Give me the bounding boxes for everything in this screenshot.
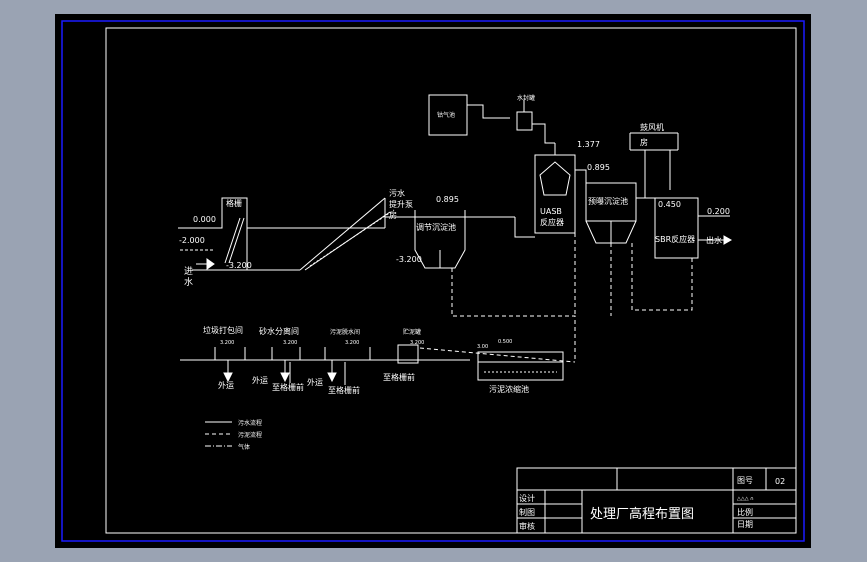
cobalt-tank-label: 钴气池 (437, 111, 455, 119)
elev-minus3-2: -3.200 (226, 261, 252, 270)
back-to-screen-3: 至格栅前 (383, 372, 415, 382)
elev-minus2: -2.000 (179, 236, 205, 245)
thickener (477, 351, 564, 381)
cobalt-tank (428, 94, 555, 144)
equalization-label: 调节沉淀池 (416, 222, 456, 232)
thickener-label: 污泥浓缩池 (489, 384, 529, 394)
elev-3-00: 3.00 (477, 344, 488, 350)
title-block (516, 467, 797, 534)
sludge-unit-2-elev: 3.200 (283, 340, 297, 346)
water-seal-label: 水封罐 (517, 94, 535, 102)
tb-date: 日期 (737, 520, 753, 529)
tb-drafting: 制图 (519, 507, 535, 517)
elev-0-200: 0.200 (707, 207, 730, 216)
back-to-screen-1: 至格栅前 (272, 382, 304, 392)
sbr-label: SBR反应器 (655, 234, 695, 244)
blower-label-2: 房 (640, 137, 648, 147)
tb-drawing-no: 02 (775, 477, 785, 486)
drawing-frame (55, 14, 811, 548)
inlet-label-2: 水 (184, 276, 193, 288)
outer-border (61, 20, 805, 542)
sludge-unit-1-elev: 3.200 (220, 340, 234, 346)
lift-pump-label-2: 提升泵 (389, 199, 413, 209)
lift-pump-label-3: 房 (389, 210, 397, 220)
sludge-lines (419, 233, 693, 363)
elev-0-500: 0.500 (498, 339, 512, 345)
elev-0-895-a: 0.895 (436, 195, 459, 204)
ship-1: 外运 (218, 380, 234, 390)
legend-2: 污泥流程 (238, 431, 262, 439)
drawing-title: 处理厂高程布置图 (590, 506, 694, 522)
sludge-unit-4-label: 贮泥罐 (403, 328, 421, 336)
lift-pump-label-1: 污水 (389, 188, 405, 198)
ship-2: 外运 (252, 375, 268, 385)
sludge-unit-3-elev: 3.200 (345, 340, 359, 346)
sludge-unit-1-label: 垃圾打包间 (203, 325, 243, 335)
elev-minus3-2-b: -3.200 (396, 255, 422, 264)
sludge-row (180, 344, 470, 385)
tb-drawing-no-label: 图号 (737, 476, 753, 485)
tb-review: 审核 (519, 521, 535, 531)
blower-room (629, 132, 679, 198)
equalization-tank (385, 210, 515, 269)
sludge-unit-3-label: 污泥脱水间 (330, 328, 360, 336)
legend-3: 气体 (238, 443, 250, 451)
tb-unit-code: △△△ ∩ (737, 496, 754, 502)
sludge-unit-2-label: 砂水分离间 (259, 326, 299, 336)
back-to-screen-2: 至格栅前 (328, 385, 360, 395)
sbr-reactor (654, 197, 733, 259)
elev-0: 0.000 (193, 215, 216, 224)
screen-label: 格栅 (226, 198, 242, 208)
tb-design: 设计 (519, 493, 535, 503)
elev-0-895-b: 0.895 (587, 163, 610, 172)
uasb-label-1: UASB (540, 207, 562, 216)
inlet-label-1: 进 (184, 266, 193, 277)
clarifier-label: 预曝沉淀池 (588, 196, 628, 206)
blower-label-1: 鼓风机 (640, 122, 664, 132)
outlet-label: 出水 (706, 235, 722, 245)
screen-channel (178, 197, 385, 271)
pipe-to-uasb (514, 217, 535, 238)
tb-scale: 比例 (737, 507, 753, 517)
elev-1-377: 1.377 (577, 140, 600, 149)
legend-1: 污水流程 (238, 419, 262, 427)
ship-3: 外运 (307, 377, 323, 387)
sludge-unit-4-elev: 3.200 (410, 340, 424, 346)
uasb-label-2: 反应器 (540, 217, 564, 227)
lift-pump-ramp (299, 197, 395, 271)
inner-border (105, 27, 797, 534)
legend-lines (205, 421, 232, 447)
elev-0-450: 0.450 (658, 200, 681, 209)
